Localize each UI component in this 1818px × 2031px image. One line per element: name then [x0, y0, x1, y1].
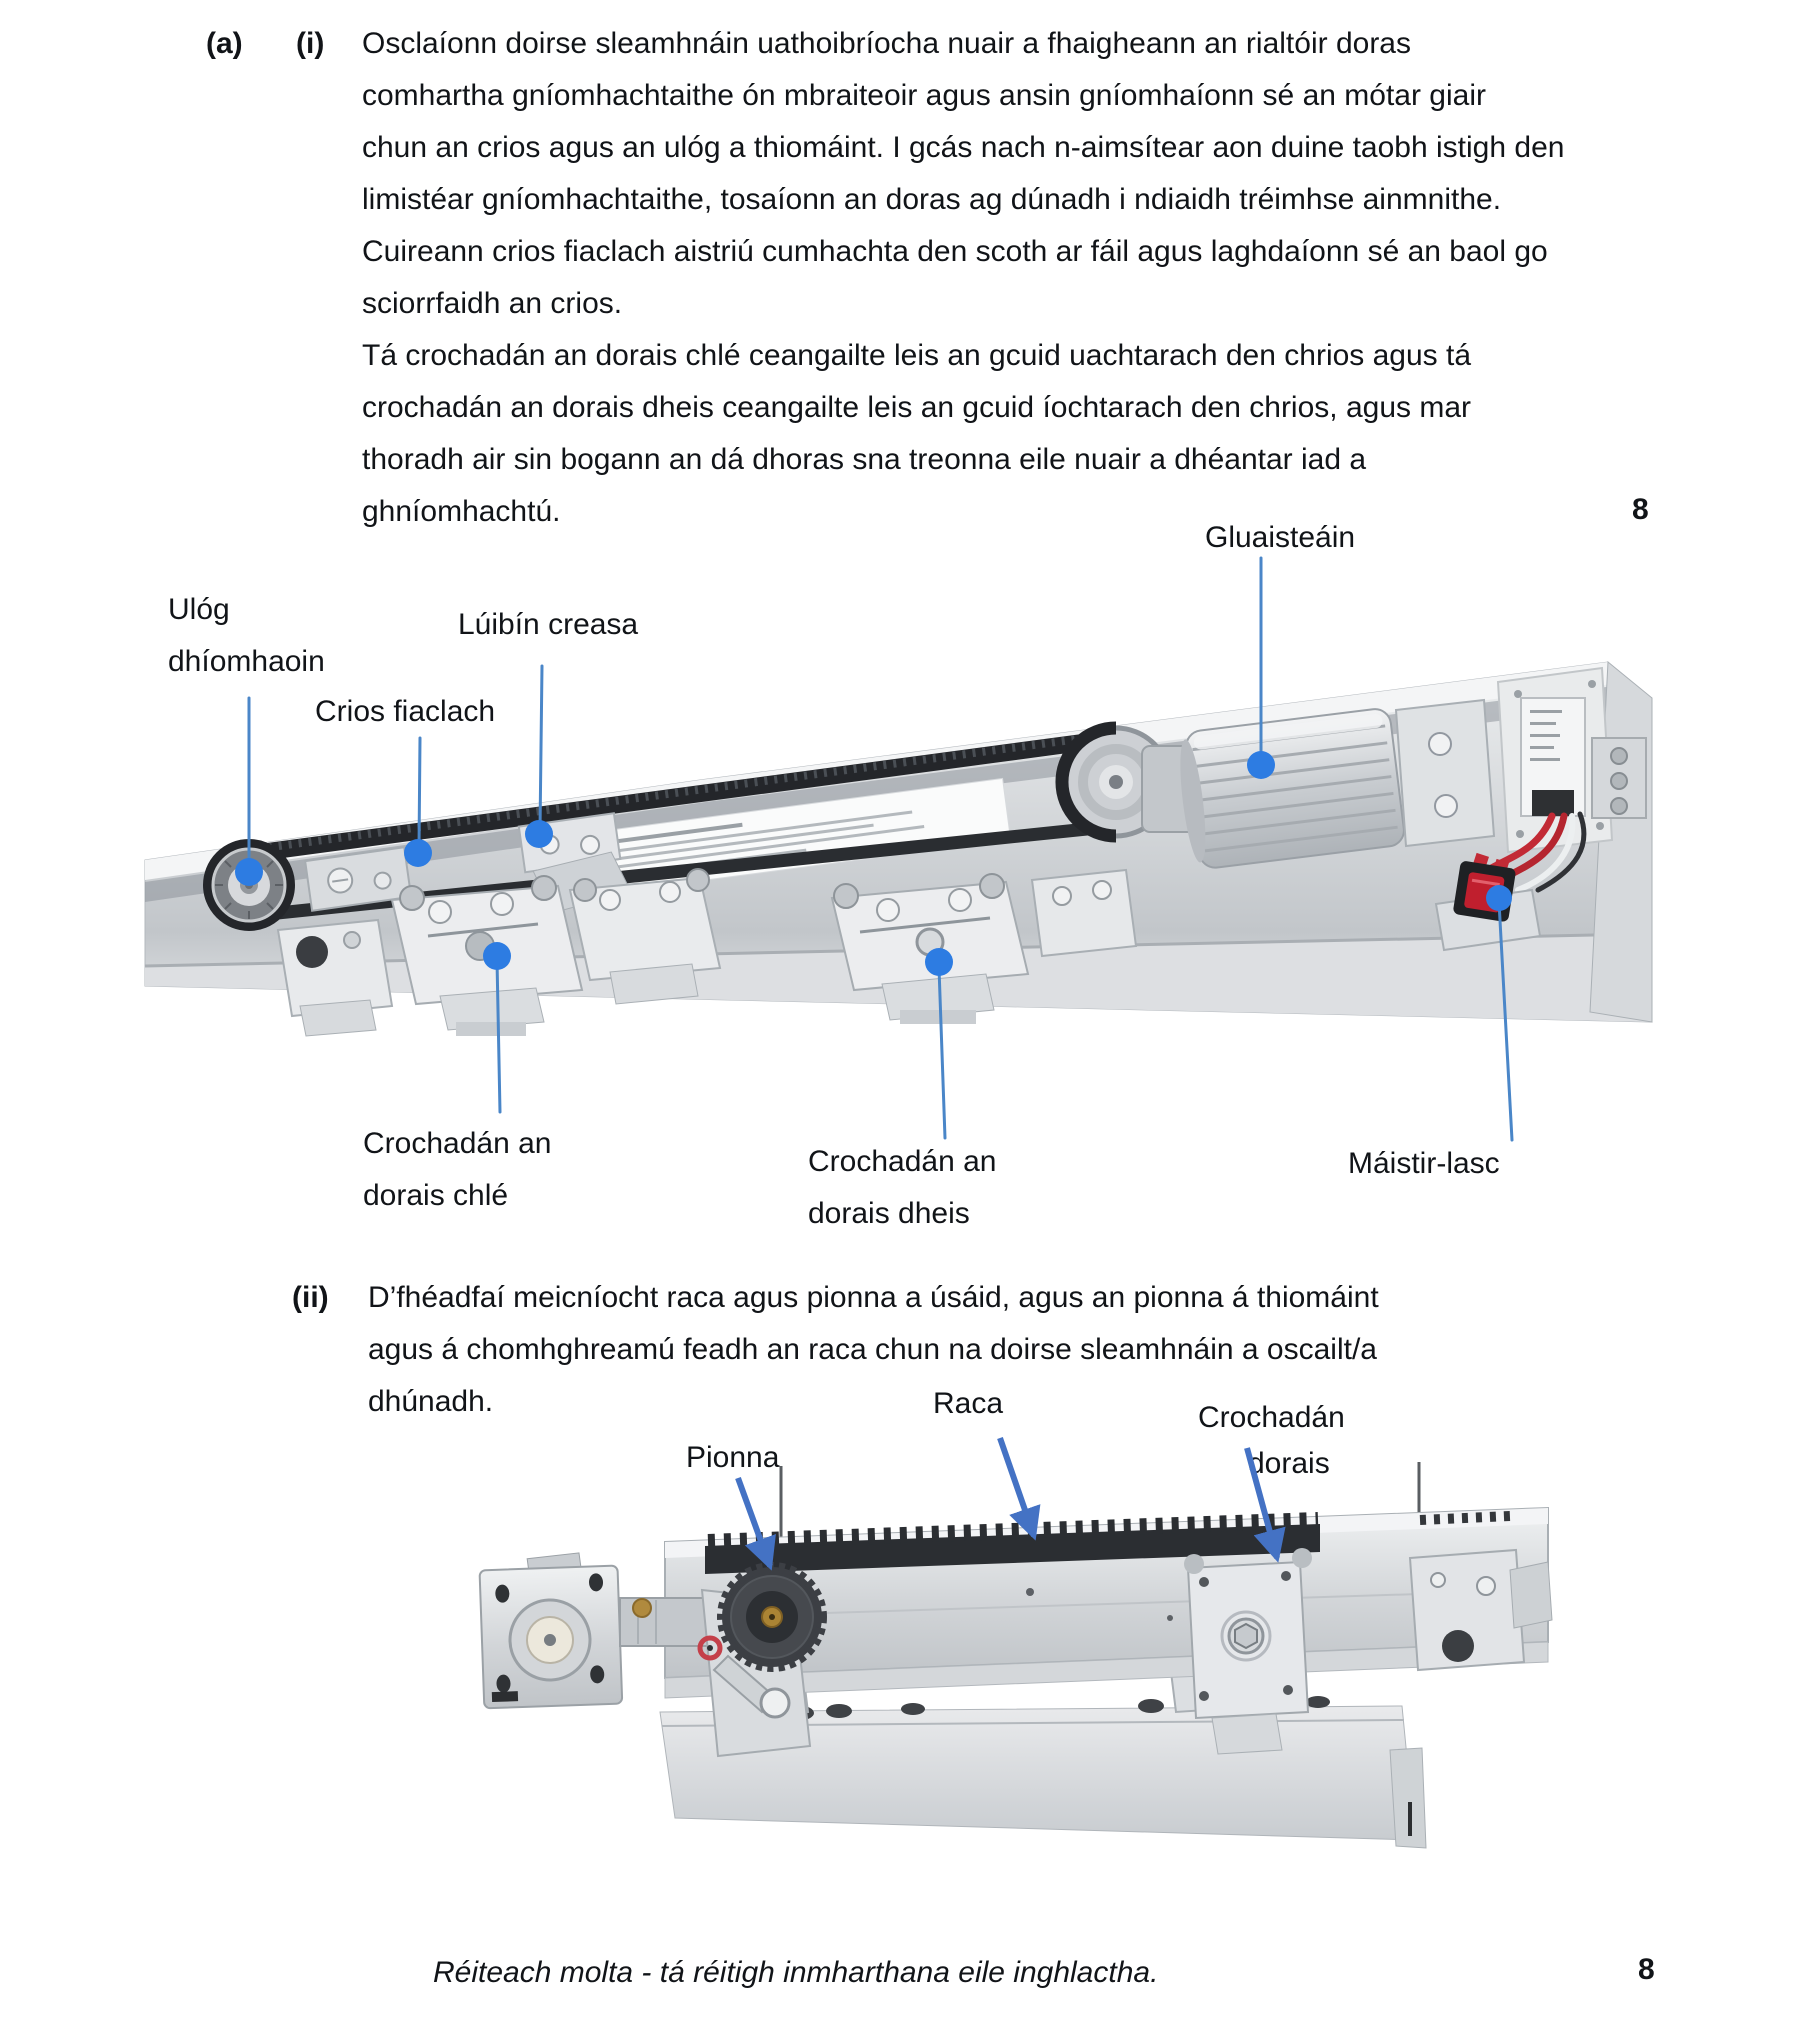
- figure1-label-belt-clamp: Lúibín creasa: [458, 608, 639, 641]
- rack-teeth-right: [1419, 1511, 1511, 1525]
- master-switch: [1434, 861, 1542, 952]
- paragraph-line: comhartha gníomhachtaithe ón mbraiteoir …: [362, 79, 1486, 112]
- figure1-label-idler-line1: Ulóg: [168, 593, 230, 626]
- figure1-label-master-switch: Máistir-lasc: [1348, 1147, 1500, 1180]
- paragraph-a-ii: D’fhéadfaí meicníocht raca agus pionna a…: [368, 1272, 1379, 1428]
- figure2-label-pinion: Pionna: [686, 1441, 780, 1474]
- shaft-coupling: [619, 1597, 711, 1647]
- paragraph-line: dhúnadh.: [368, 1385, 494, 1418]
- paragraph-line: Cuireann crios fiaclach aistriú cumhacht…: [362, 235, 1548, 268]
- paragraph-line: chun an crios agus an ulóg a thiomáint. …: [362, 131, 1565, 164]
- rail-hole: [1026, 1588, 1034, 1596]
- paragraph-line: agus á chomhghreamú feadh an raca chun n…: [368, 1333, 1377, 1366]
- end-roller-assembly: [1408, 1548, 1553, 1672]
- figure1-label-left-hanger-line2: dorais chlé: [363, 1179, 509, 1212]
- figure2-label-rack: Raca: [933, 1387, 1004, 1420]
- paragraph-line: Tá crochadán an dorais chlé ceangailte l…: [362, 339, 1472, 372]
- item-label-a: (a): [206, 27, 243, 60]
- door-hanger-small: [276, 918, 394, 1037]
- item-label-i: (i): [296, 27, 325, 60]
- pinion-gear: [717, 1562, 827, 1672]
- paragraph-line: ghníomhachtú.: [362, 495, 561, 528]
- belt-attachment-bracket: [1030, 868, 1138, 958]
- panel-slit: [1408, 1802, 1412, 1836]
- terminal-block: [1591, 737, 1647, 819]
- figure1-photo: [144, 660, 1653, 1037]
- right-door-hanger: [830, 873, 1030, 1024]
- figure1-label-motor: Gluaisteáin: [1205, 521, 1356, 554]
- figure1-label-belt: Crios fiaclach: [315, 695, 496, 728]
- figure1-label-left-hanger-line1: Crochadán an: [363, 1127, 552, 1160]
- paragraph-a-i: Osclaíonn doirse sleamhnáin uathoibríoch…: [362, 18, 1564, 538]
- motor-bracket: [1394, 698, 1496, 848]
- figure2-photo: [478, 1462, 1553, 1849]
- figure1-label-right-hanger-line1: Crochadán an: [808, 1145, 997, 1178]
- control-unit: [1520, 697, 1586, 817]
- tensioner-bracket: [304, 846, 413, 912]
- figure2-label-hanger-line1: Crochadán: [1198, 1401, 1345, 1434]
- toothed-belt: [247, 729, 1118, 863]
- gear-motor: [1180, 708, 1405, 869]
- figure1-label-right-hanger-line2: dorais dheis: [808, 1197, 970, 1230]
- paragraph-line: limistéar gníomhachtaithe, tosaíonn an d…: [362, 183, 1502, 216]
- paragraph-line: crochadán an dorais dheis ceangailte lei…: [362, 391, 1472, 424]
- paragraph-line: D’fhéadfaí meicníocht raca agus pionna a…: [368, 1281, 1379, 1314]
- door-hanger-mid: [568, 868, 722, 1005]
- item-label-ii: (ii): [292, 1281, 329, 1314]
- paragraph-line: sciorrfaidh an crios.: [362, 287, 623, 320]
- gear-rack: [705, 1524, 1320, 1574]
- gearbox-plate: [478, 1552, 624, 1710]
- figure1-label-idler-line2: dhíomhaoin: [168, 645, 325, 678]
- marks-badge-a: 8: [1632, 493, 1649, 526]
- paragraph-line: thoradh air sin bogann an dá dhoras sna …: [362, 443, 1367, 476]
- footer-note: Réiteach molta - tá réitigh inmharthana …: [433, 1956, 1159, 1989]
- rail-hole: [1167, 1615, 1173, 1621]
- left-door-hanger: [390, 875, 584, 1036]
- panel-end-tab: [1389, 1747, 1427, 1849]
- pivot-bolt: [759, 1687, 791, 1719]
- marks-badge-footer: 8: [1638, 1953, 1655, 1986]
- paragraph-line: Osclaíonn doirse sleamhnáin uathoibríoch…: [362, 27, 1411, 60]
- idler-pulley: [203, 839, 295, 931]
- door-hanger-bracket: [1184, 1548, 1312, 1755]
